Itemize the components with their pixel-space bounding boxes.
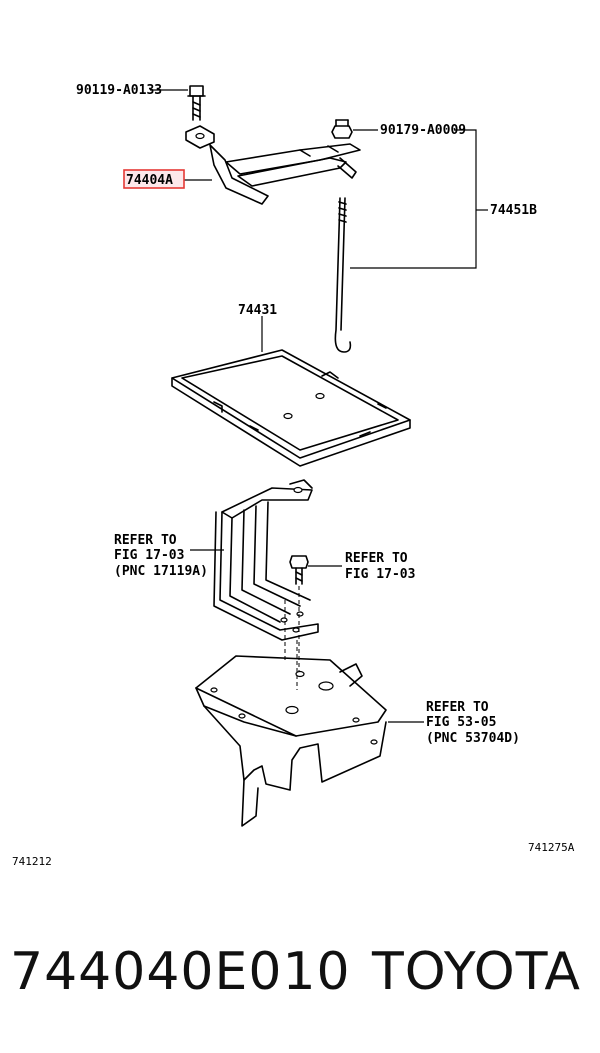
battery-carrier [195, 655, 387, 827]
label-ref2-line1: REFER TO [345, 551, 408, 566]
label-ref3-line3: (PNC 53704D) [426, 731, 520, 746]
label-ref1-line1: REFER TO [114, 533, 177, 548]
hold-down-rod [334, 197, 352, 353]
label-ref1-line2: FIG 17-03 [114, 548, 184, 563]
figure-id-right: 741275A [528, 841, 575, 854]
label-ref3-line1: REFER TO [426, 700, 489, 715]
nut [331, 119, 353, 139]
brand-name: TOYOTA [372, 942, 581, 1002]
part-number: 744040E010 [10, 942, 351, 1002]
parts-diagram: 90119-A0133 90179-A0009 74404A 74451B [12, 83, 575, 868]
label-nut: 90179-A0009 [380, 123, 466, 138]
bolt-mid [289, 555, 309, 585]
lead-rod-bracket [350, 129, 477, 269]
label-rod: 74451B [490, 203, 537, 218]
label-ref2-line2: FIG 17-03 [345, 567, 415, 582]
highlight-box [123, 169, 185, 189]
battery-clamp [185, 125, 361, 205]
bolt-top [187, 85, 206, 121]
figure-id-left: 741212 [12, 855, 52, 868]
battery-tray [171, 349, 411, 467]
label-bolt-top: 90119-A0133 [76, 83, 162, 98]
label-ref1-line3: (PNC 17119A) [114, 564, 208, 579]
label-clamp: 74404A [126, 173, 173, 188]
footer: 744040E010 TOYOTA [0, 920, 600, 1020]
battery-bracket [213, 479, 319, 641]
label-tray: 74431 [238, 303, 277, 318]
label-ref3-line2: FIG 53-05 [426, 715, 496, 730]
